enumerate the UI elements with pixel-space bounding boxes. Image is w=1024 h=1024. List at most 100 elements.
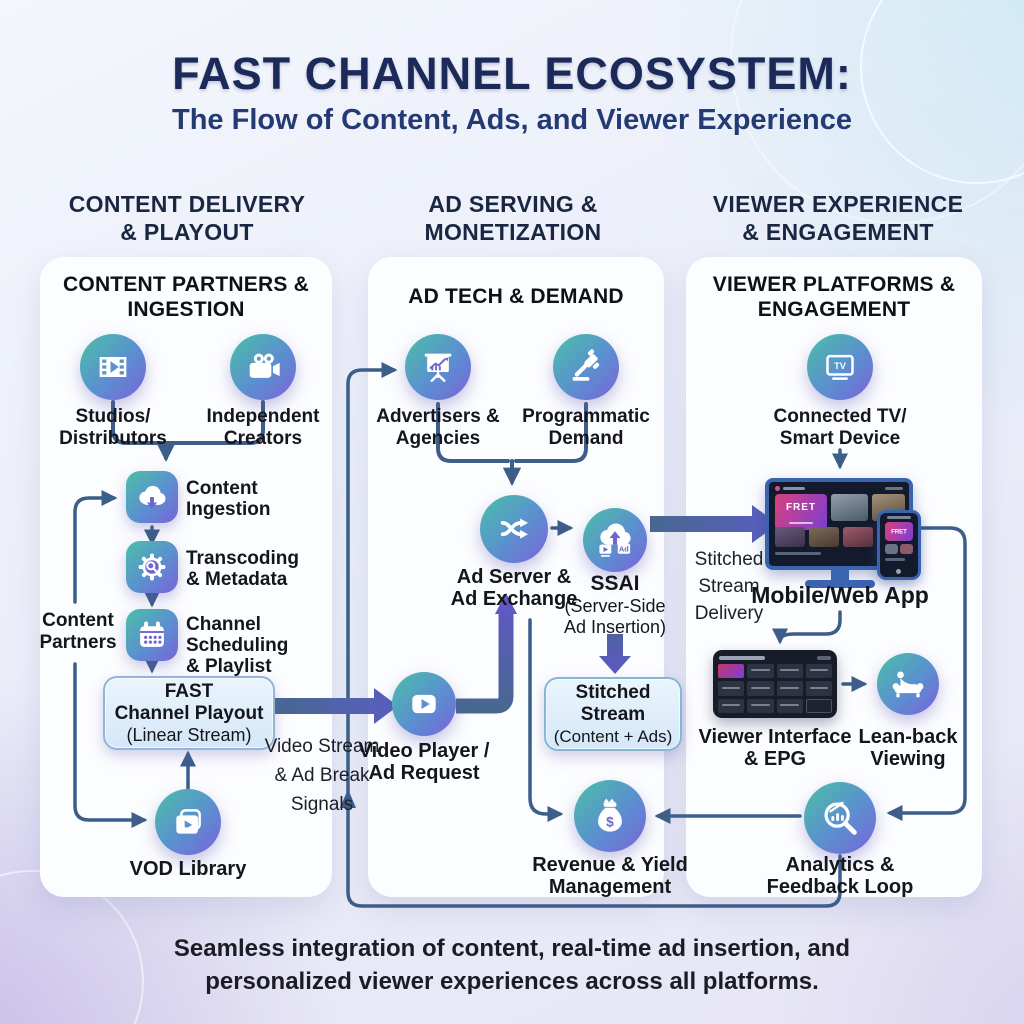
gear-search-icon (138, 553, 166, 581)
featured-card: FRET (775, 494, 827, 530)
stitched-box-line: Stream (580, 703, 646, 725)
presentation-chart-icon (424, 353, 452, 382)
featured-subtitle-bar (789, 522, 813, 524)
phone-status-bar (887, 516, 911, 519)
label-line: Advertisers & (376, 406, 500, 427)
label-line: Ad Insertion) (563, 617, 667, 637)
label-line: Viewer Interface (698, 726, 852, 748)
phone-thumbnail (885, 544, 898, 554)
label-line: Stitched (694, 549, 764, 570)
content-ingestion-label: Content Ingestion (186, 478, 326, 520)
title-line: AD TECH & DEMAND (408, 285, 624, 308)
epg-mockup (713, 650, 837, 718)
couch-icon (892, 671, 924, 698)
transcoding-node (126, 541, 178, 593)
header-line: & ENGAGEMENT (742, 219, 934, 245)
gavel-icon (572, 349, 600, 381)
content-panel-title: CONTENT PARTNERS & INGESTION (60, 272, 312, 322)
video-stream-signals-label: Video Stream & Ad Break Signals (256, 732, 388, 819)
label-line: (Server-Side (564, 596, 666, 616)
label-line: Demand (548, 428, 624, 449)
epg-header-bar-right (817, 656, 831, 660)
tv-stand-base (805, 580, 875, 588)
label-line: Transcoding (186, 548, 299, 569)
title-line: VIEWER PLATFORMS (712, 273, 934, 296)
phone-caption-bar (885, 558, 905, 561)
tv-thumbnail (809, 527, 839, 547)
tv-screen: FRET (769, 482, 909, 566)
label-line: Ad Exchange (450, 588, 578, 610)
fast-box-line: (Linear Stream) (126, 724, 252, 745)
epg-tile-featured (718, 664, 745, 679)
epg-grid (718, 664, 832, 713)
epg-tile (718, 681, 745, 696)
money-bag-icon: $ (598, 798, 622, 832)
video-camera-icon (249, 353, 280, 378)
label-line: Video Stream (264, 736, 380, 757)
connected-tv-node: TV (807, 334, 873, 400)
phone-home-dot (896, 569, 901, 574)
smart-tv-mockup: FRET (765, 478, 913, 570)
label-line: Mobile/Web App (751, 582, 929, 608)
viewer-interface-epg-label: Viewer Interface & EPG (695, 726, 855, 770)
fast-channel-playout-box: FAST Channel Playout (Linear Stream) (103, 676, 275, 750)
label-line: & EPG (743, 748, 807, 770)
label-line: Video Player / (358, 740, 490, 762)
programmatic-demand-node (553, 334, 619, 400)
phone-mockup: FRET (877, 510, 921, 580)
fast-box-line: Channel Playout (114, 702, 264, 724)
epg-tile (718, 698, 745, 713)
calendar-icon (140, 621, 164, 647)
column-header-content-delivery: CONTENT DELIVERY & PLAYOUT (62, 190, 312, 246)
featured-title: FRET (891, 528, 907, 535)
tv-stand-neck (831, 569, 849, 581)
studios-distributors-label: Studios/ Distributors (43, 406, 183, 450)
epg-header-bar (719, 656, 765, 660)
title-line: & INGESTION (127, 273, 309, 321)
play-button-icon (412, 694, 436, 714)
epg-tile (805, 681, 832, 696)
film-strip-icon (99, 357, 127, 377)
epg-tile (805, 664, 832, 679)
revenue-yield-label: Revenue & Yield Management (528, 854, 692, 898)
svg-text:TV: TV (834, 361, 847, 371)
label-line: Distributors (59, 428, 167, 449)
label-line: Content (42, 610, 114, 631)
label-line: Creators (223, 428, 303, 449)
vod-library-label: VOD Library (118, 858, 258, 880)
cloud-download-icon (139, 485, 166, 509)
label-line: & Metadata (186, 569, 288, 590)
programmatic-demand-label: Programmatic Demand (511, 406, 661, 450)
content-ingestion-node (126, 471, 178, 523)
label-line: SSAI (590, 572, 640, 595)
app-logo-dot (775, 486, 780, 491)
label-line: Signals (290, 794, 354, 815)
mobile-web-app-label: Mobile/Web App (740, 582, 940, 608)
svg-text:Ad: Ad (619, 544, 629, 553)
transcoding-label: Transcoding & Metadata (186, 548, 326, 590)
phone-thumbnail (900, 544, 913, 554)
svg-text:$: $ (606, 815, 614, 830)
stitched-stream-delivery-label: Stitched Stream Delivery (686, 546, 772, 627)
app-menu-bar (885, 487, 903, 490)
ad-panel-title: AD TECH & DEMAND (388, 284, 644, 309)
magnifier-chart-icon (824, 801, 857, 835)
studios-distributors-node (80, 334, 146, 400)
label-line: VOD Library (129, 858, 247, 880)
epg-tile (805, 698, 832, 713)
featured-title: FRET (785, 502, 817, 513)
video-player-node (392, 672, 456, 736)
video-player-label: Video Player / Ad Request (352, 740, 496, 784)
analytics-feedback-node (804, 782, 876, 854)
label-line: Feedback Loop (766, 876, 914, 898)
label-line: Connected TV/ (773, 406, 907, 427)
advertisers-agencies-label: Advertisers & Agencies (363, 406, 513, 450)
advertisers-agencies-node (405, 334, 471, 400)
viewer-panel-title: VIEWER PLATFORMS & ENGAGEMENT (706, 272, 962, 322)
fast-box-line: FAST (164, 680, 214, 702)
label-line: Ingestion (186, 499, 271, 520)
page-subtitle: The Flow of Content, Ads, and Viewer Exp… (171, 104, 852, 136)
header-line: VIEWER EXPERIENCE (712, 191, 964, 217)
epg-tile (747, 698, 774, 713)
phone-featured-card: FRET (885, 522, 913, 541)
